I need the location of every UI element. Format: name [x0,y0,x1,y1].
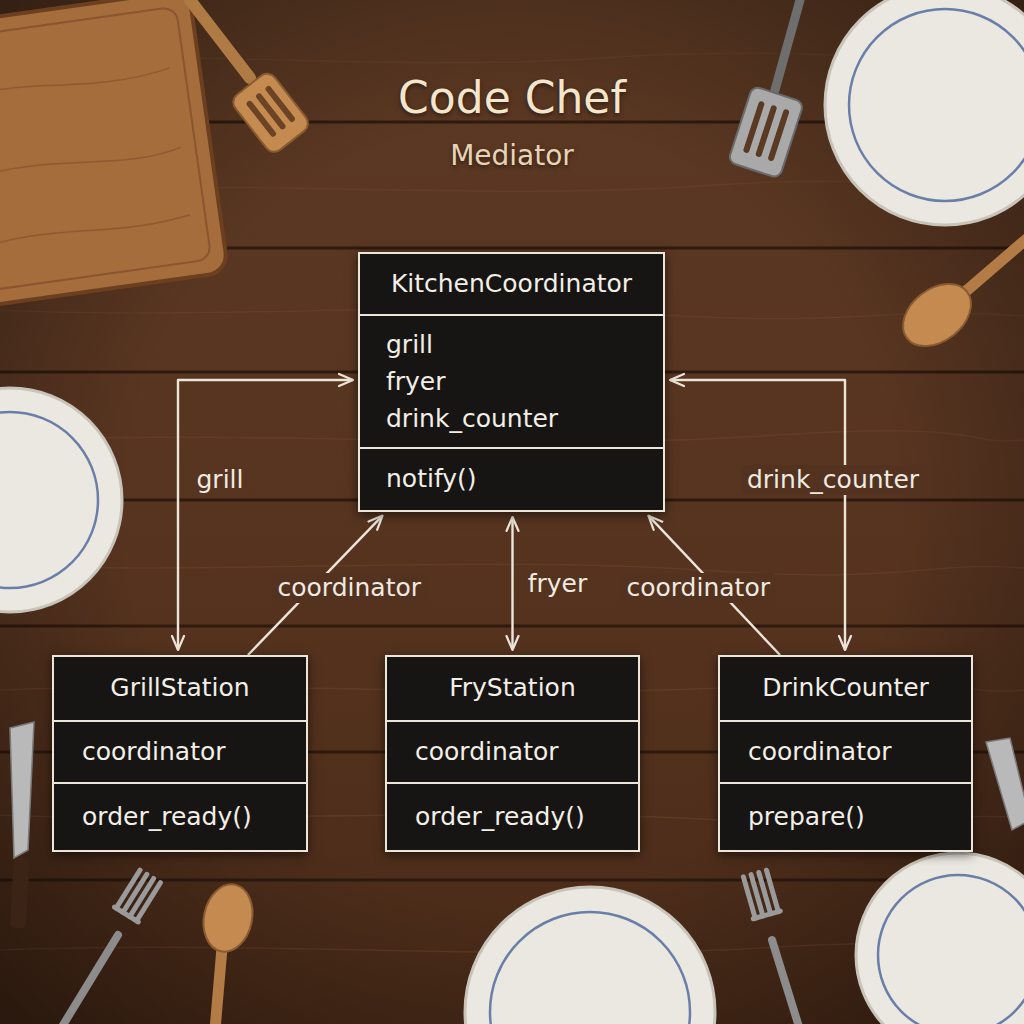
plate [825,0,1024,225]
class-section: grill fryer drink_counter [360,314,663,447]
fork [137,883,161,921]
cutting-board [0,0,228,308]
member-text: prepare() [748,801,865,834]
attribute-list: grill fryer drink_counter [386,326,637,437]
metal-spatula [728,86,804,179]
wooden-spoon [215,948,222,1024]
class-section: order_ready() [54,782,306,850]
fork [741,870,780,919]
class-section: FryStation [387,657,638,720]
wooden-spoon [891,271,983,359]
fork [741,870,800,1024]
cutting-board [0,7,211,292]
wooden-spatula [229,70,311,156]
metal-spatula [728,0,804,179]
fork [60,935,118,1024]
class-name: GrillStation [110,672,249,705]
member-text: order_ready() [82,801,252,834]
class-section: order_ready() [387,782,638,850]
plate [856,853,1024,1024]
metal-spatula [775,0,800,90]
class-box: KitchenCoordinator grill fryer drink_coun… [358,252,665,512]
plate [0,412,98,588]
edge-label: coordinator [272,573,426,603]
wooden-spatula [190,0,250,78]
fork [772,940,800,1024]
class-section: prepare() [720,782,971,850]
wooden-spatula [229,70,311,156]
class-section: coordinator [54,720,306,782]
wooden-spoon [197,880,258,956]
member-text: notify() [386,463,477,496]
association-arrow [670,380,845,650]
wooden-spoon [965,236,1024,292]
class-box: DrinkCounter coordinator prepare() [718,655,973,852]
plate [465,887,715,1024]
knife [10,722,34,928]
wooden-spatula [255,92,287,130]
edge-label: fryer [523,569,593,599]
class-section: GrillStation [54,657,306,720]
fork [60,869,162,1024]
class-name: FryStation [449,672,576,705]
member-text: order_ready() [415,801,585,834]
wooden-spatula [245,100,277,138]
member-text: coordinator [415,736,559,769]
edge-label: coordinator [621,573,775,603]
association-arrow [178,380,353,650]
member-text: coordinator [748,736,892,769]
plate [465,887,715,1024]
class-section: coordinator [720,720,971,782]
class-section: coordinator [387,720,638,782]
class-section: notify() [360,447,663,510]
plate [825,0,1024,225]
fork [766,870,778,911]
cutting-board [0,0,228,308]
knife [986,738,1024,830]
wooden-spoon [197,880,258,1024]
edge-label: drink_counter [742,465,924,495]
subtitle: Mediator [450,139,574,172]
class-section: KitchenCoordinator [360,254,663,314]
member-text: coordinator [82,736,226,769]
fork [115,907,139,922]
class-name: DrinkCounter [762,672,929,705]
knife [10,722,34,858]
wooden-spatula [264,85,296,123]
metal-spatula [767,109,789,162]
diagram-title: Code Chef [398,72,626,123]
fork [753,911,780,919]
plate [878,875,1024,1024]
class-section: DrinkCounter [720,657,971,720]
fork [115,869,163,922]
plate [0,388,122,612]
cutting-board [0,66,191,247]
knife [10,858,30,929]
class-name: KitchenCoordinator [391,268,632,301]
plate [0,388,122,612]
class-box: FryStation coordinator order_ready() [385,655,640,852]
metal-spatula [728,86,804,179]
wooden-spatula [190,0,312,156]
association-arrow [511,517,513,650]
knife [986,738,1024,830]
plate [849,9,1024,201]
plate [856,853,1024,1024]
edge-label: grill [192,465,249,495]
class-box: GrillStation coordinator order_ready() [52,655,308,852]
plate [490,912,690,1024]
wooden-spoon [891,236,1024,359]
